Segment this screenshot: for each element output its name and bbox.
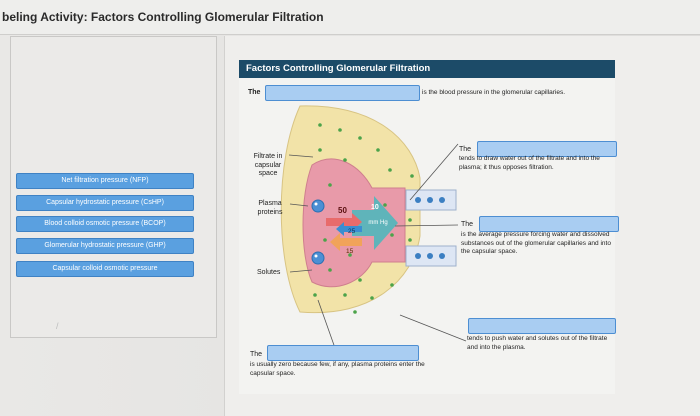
bottom-description: is usually zero because few, if any, pla… [250, 361, 430, 378]
bottom-prefix: The [250, 351, 262, 360]
cshp-value: 15 [346, 248, 353, 257]
nfp-value: 10 [371, 204, 379, 213]
right3-description: tends to push water and solutes out of t… [467, 335, 617, 352]
drop-zone-top[interactable] [265, 85, 420, 101]
drop-zone-right-3[interactable] [468, 318, 616, 334]
ghp-value: 50 [338, 207, 347, 216]
bcop-value: 25 [348, 228, 355, 237]
nfp-unit: mm Hg [366, 219, 390, 228]
right2-description: is the average pressure forcing water an… [461, 231, 611, 257]
right1-description: tends to draw water out of the filtrate … [459, 155, 617, 172]
top-prefix: The [248, 89, 260, 98]
top-description: is the blood pressure in the glomerular … [422, 89, 615, 98]
drop-zone-right-2[interactable] [479, 216, 619, 232]
right1-prefix: The [459, 146, 471, 155]
solutes-label: Solutes [257, 269, 280, 278]
right2-prefix: The [461, 221, 473, 230]
drop-zone-bottom[interactable] [267, 345, 419, 361]
filtrate-label: Filtrate in capsular space [247, 153, 289, 179]
plasma-proteins-label: Plasma proteins [252, 200, 288, 217]
